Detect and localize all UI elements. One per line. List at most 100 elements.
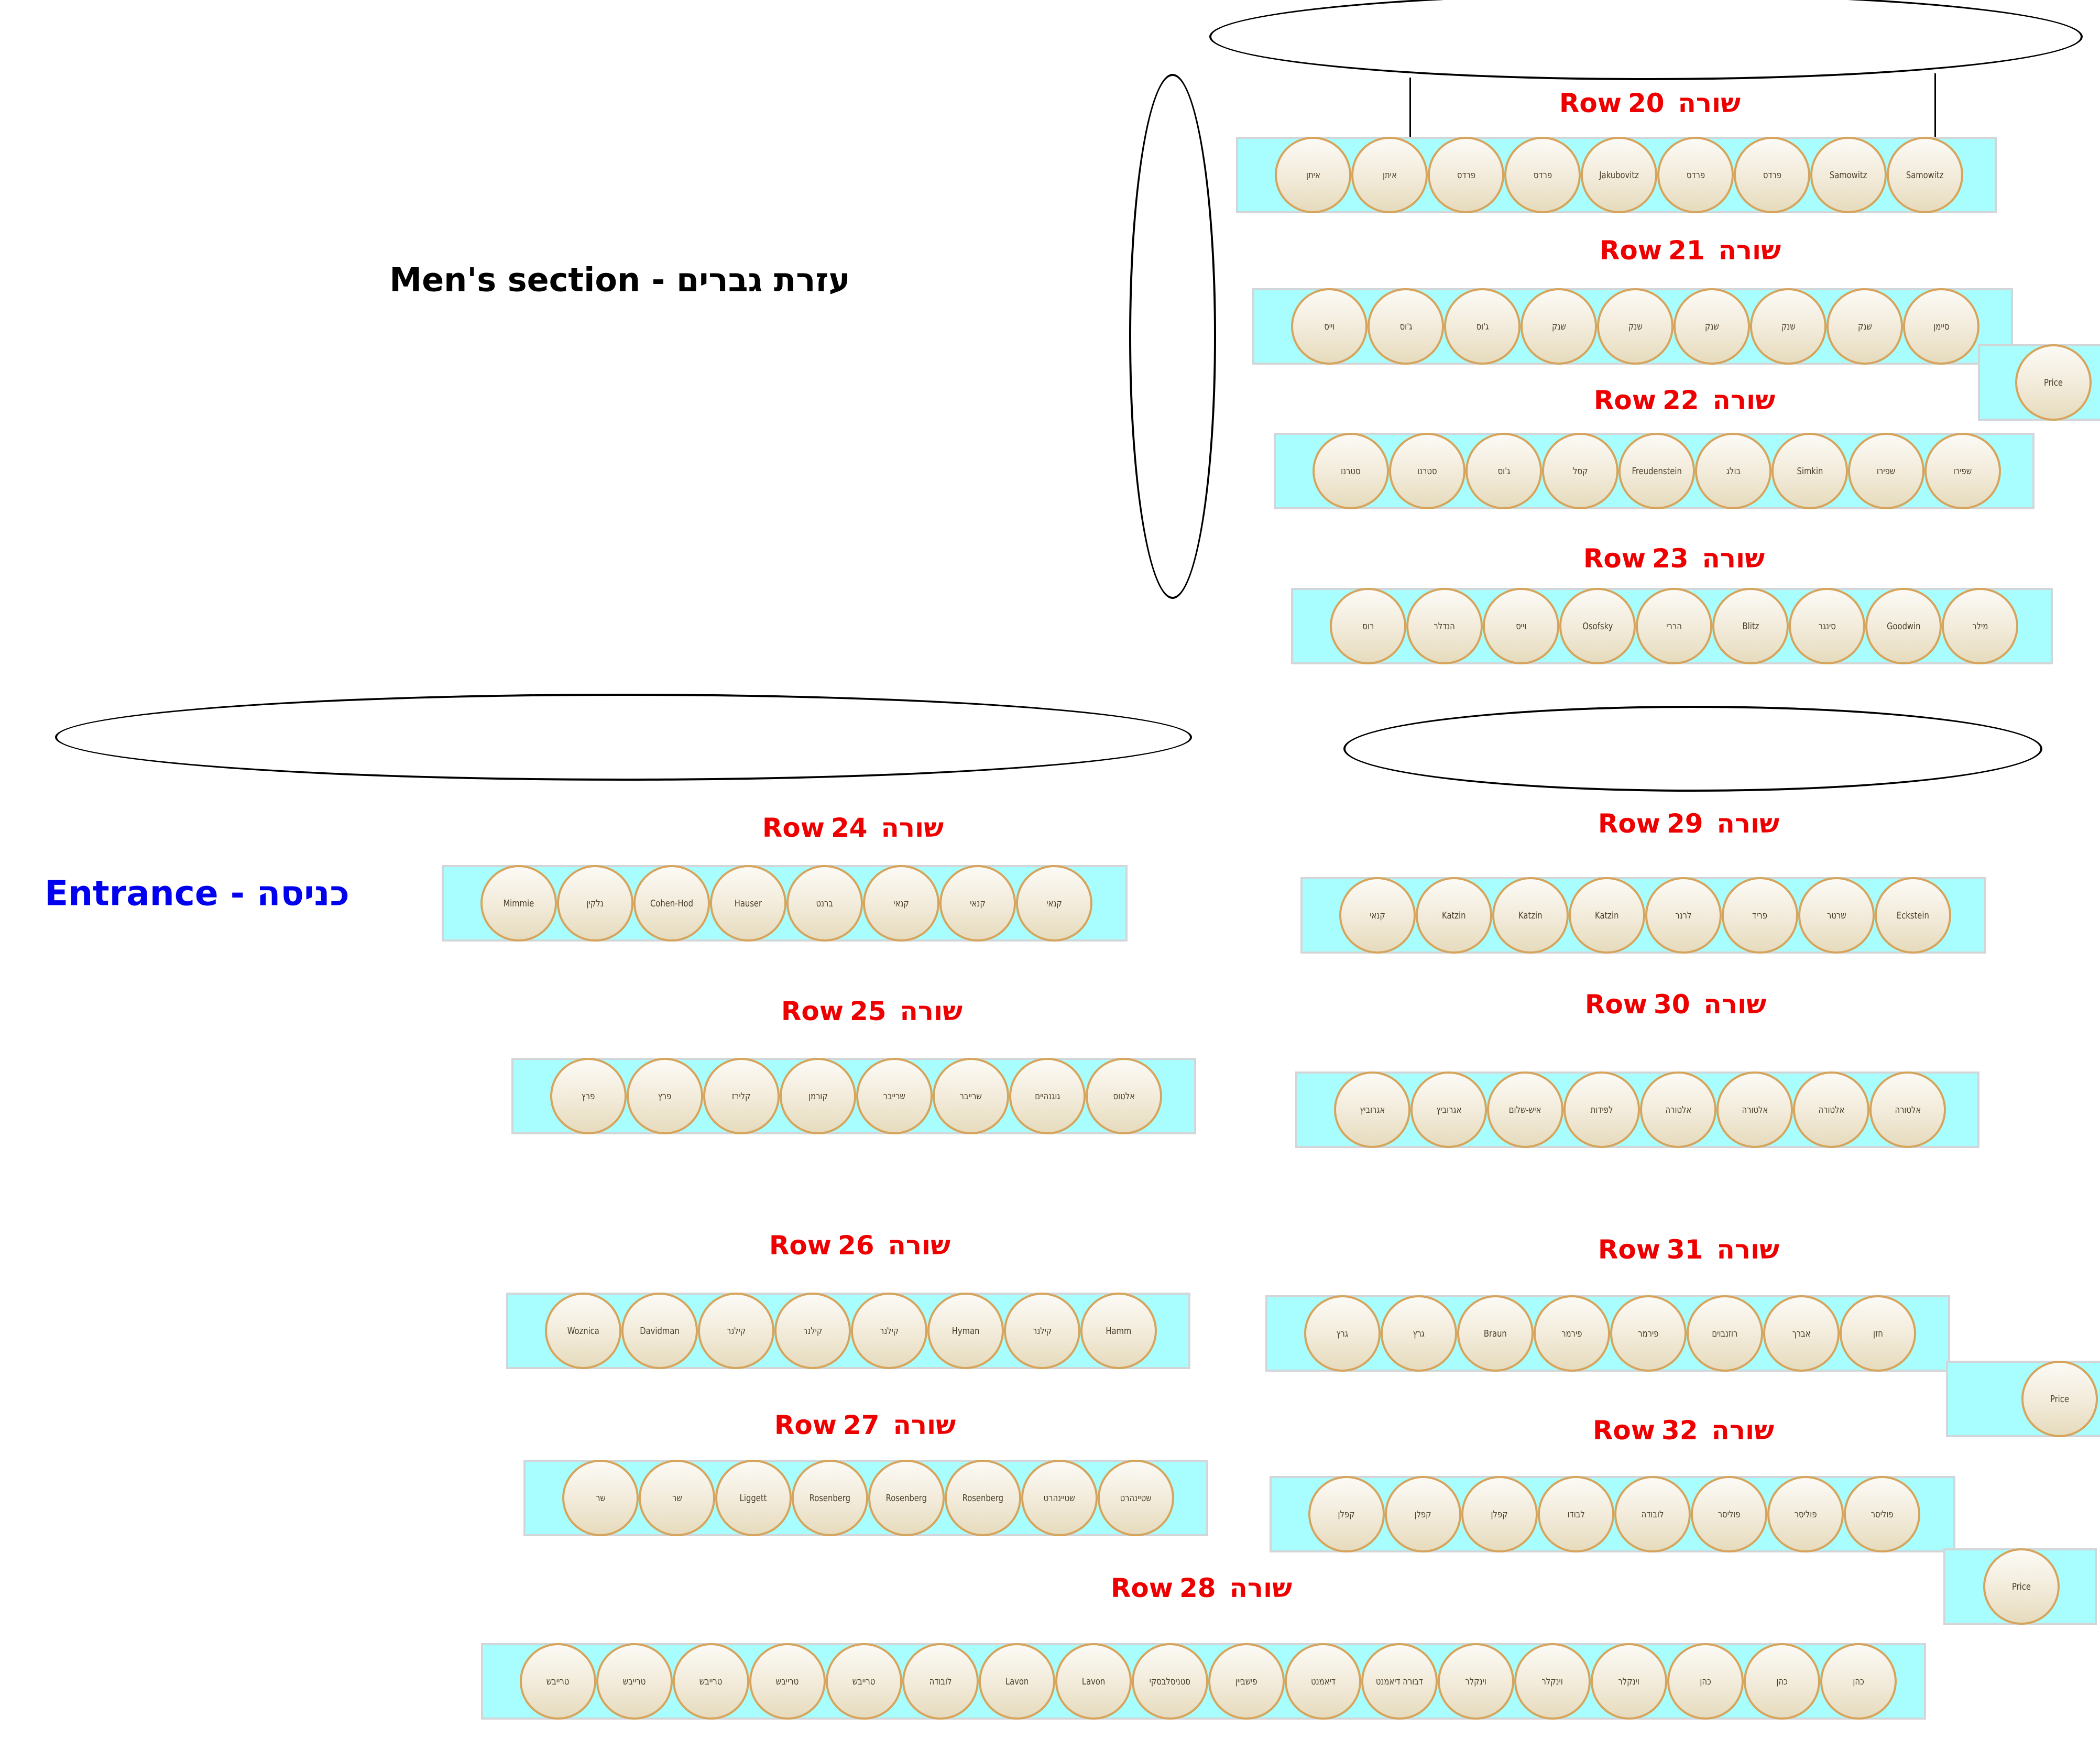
seat[interactable]: Katzin	[1416, 877, 1492, 954]
seat[interactable]: קילנר	[698, 1293, 774, 1369]
seat[interactable]: טרייבש	[673, 1643, 749, 1720]
seat[interactable]: פרץ	[550, 1058, 627, 1134]
seat[interactable]: סטניסלבסקי	[1132, 1643, 1208, 1720]
seat[interactable]: דבורה דיאמנט	[1361, 1643, 1438, 1720]
seat[interactable]: שנק	[1750, 288, 1826, 365]
seat[interactable]: איש-שלום	[1487, 1071, 1563, 1148]
seat[interactable]: Rosenberg	[868, 1460, 945, 1536]
seat[interactable]: סינגר	[1789, 588, 1865, 664]
seat[interactable]: טרייבש	[596, 1643, 673, 1720]
seat[interactable]: ג'וס	[1444, 288, 1521, 365]
seat[interactable]: גרץ	[1304, 1295, 1381, 1372]
seat[interactable]: לבודו	[1538, 1476, 1614, 1552]
seat[interactable]: Simkin	[1771, 433, 1848, 509]
seat[interactable]: קלירז	[703, 1058, 780, 1134]
seat[interactable]: הררי	[1636, 588, 1712, 664]
seat[interactable]: וייס	[1483, 588, 1559, 664]
seat[interactable]: לובודה	[902, 1643, 979, 1720]
seat[interactable]: איתן	[1351, 137, 1428, 213]
seat[interactable]: קילנר	[774, 1293, 851, 1369]
seat[interactable]: טרייבש	[749, 1643, 826, 1720]
seat[interactable]: וייס	[1291, 288, 1368, 365]
seat[interactable]: שרייבר	[856, 1058, 933, 1134]
seat[interactable]: לפידות	[1563, 1071, 1640, 1148]
price-seat[interactable]: Price	[1983, 1548, 2060, 1625]
seat[interactable]: פרדס	[1504, 137, 1581, 213]
seat[interactable]: קנאי	[939, 865, 1016, 942]
seat[interactable]: שרייבר	[933, 1058, 1009, 1134]
seat[interactable]: Samowitz	[1810, 137, 1887, 213]
seat[interactable]: דיאמנט	[1285, 1643, 1361, 1720]
seat[interactable]: פריד	[1722, 877, 1798, 954]
seat[interactable]: כהן	[1820, 1643, 1897, 1720]
seat[interactable]: Cohen-Hod	[633, 865, 710, 942]
seat[interactable]: שפירו	[1848, 433, 1924, 509]
seat[interactable]: פירמר	[1610, 1295, 1687, 1372]
seat[interactable]: שר	[639, 1460, 715, 1536]
seat[interactable]: Blitz	[1712, 588, 1789, 664]
seat[interactable]: פוליסר	[1767, 1476, 1844, 1552]
seat[interactable]: פרדס	[1657, 137, 1734, 213]
seat[interactable]: אלטורה	[1716, 1071, 1793, 1148]
seat[interactable]: Jakubovitz	[1581, 137, 1657, 213]
seat[interactable]: ברנט	[786, 865, 863, 942]
seat[interactable]: Katzin	[1492, 877, 1569, 954]
seat[interactable]: שנק	[1826, 288, 1903, 365]
seat[interactable]: אלטורה	[1640, 1071, 1716, 1148]
seat[interactable]: Woznica	[545, 1293, 621, 1369]
seat[interactable]: Goodwin	[1865, 588, 1942, 664]
seat[interactable]: טרייבש	[520, 1643, 596, 1720]
seat[interactable]: Eckstein	[1875, 877, 1951, 954]
seat[interactable]: סיימן	[1903, 288, 1979, 365]
seat[interactable]: Davidman	[621, 1293, 698, 1369]
seat[interactable]: Hyman	[927, 1293, 1004, 1369]
seat[interactable]: שר	[562, 1460, 639, 1536]
seat[interactable]: לובודה	[1614, 1476, 1691, 1552]
seat[interactable]: אגרוביץ	[1410, 1071, 1487, 1148]
seat[interactable]: Freudenstein	[1618, 433, 1695, 509]
seat[interactable]: Mimmie	[480, 865, 557, 942]
seat[interactable]: קנאי	[1339, 877, 1416, 954]
seat[interactable]: וינקלר	[1438, 1643, 1514, 1720]
seat[interactable]: פרדס	[1734, 137, 1810, 213]
seat[interactable]: שטיינהרט	[1098, 1460, 1174, 1536]
seat[interactable]: אלטוס	[1086, 1058, 1162, 1134]
seat[interactable]: סטרנו	[1312, 433, 1389, 509]
seat[interactable]: אלטורה	[1793, 1071, 1869, 1148]
seat[interactable]: ג'וס	[1368, 288, 1444, 365]
seat[interactable]: פוליסר	[1844, 1476, 1920, 1552]
seat[interactable]: Samowitz	[1887, 137, 1963, 213]
seat[interactable]: לרנר	[1645, 877, 1722, 954]
seat[interactable]: ג'וס	[1465, 433, 1542, 509]
seat[interactable]: קילנר	[851, 1293, 927, 1369]
seat[interactable]: פרדס	[1428, 137, 1504, 213]
seat[interactable]: נלקין	[557, 865, 633, 942]
seat[interactable]: Katzin	[1569, 877, 1645, 954]
seat[interactable]: Rosenberg	[945, 1460, 1021, 1536]
seat[interactable]: כהן	[1744, 1643, 1820, 1720]
seat[interactable]: גוגנהיים	[1009, 1058, 1086, 1134]
seat[interactable]: אברך	[1763, 1295, 1840, 1372]
seat[interactable]: קנאי	[863, 865, 939, 942]
seat[interactable]: איתן	[1275, 137, 1351, 213]
seat[interactable]: Lavon	[979, 1643, 1055, 1720]
seat[interactable]: פירמר	[1534, 1295, 1610, 1372]
seat[interactable]: כהן	[1667, 1643, 1744, 1720]
seat[interactable]: רוס	[1330, 588, 1406, 664]
seat[interactable]: פרץ	[627, 1058, 703, 1134]
seat[interactable]: קסל	[1542, 433, 1618, 509]
seat[interactable]: קפלן	[1385, 1476, 1461, 1552]
seat[interactable]: וינקלר	[1514, 1643, 1591, 1720]
seat[interactable]: טרייבש	[826, 1643, 902, 1720]
seat[interactable]: Braun	[1457, 1295, 1534, 1372]
seat[interactable]: רוזנבוים	[1687, 1295, 1763, 1372]
seat[interactable]: Rosenberg	[792, 1460, 868, 1536]
seat[interactable]: פוליסר	[1691, 1476, 1767, 1552]
seat[interactable]: שנק	[1674, 288, 1750, 365]
seat[interactable]: סטרנו	[1389, 433, 1465, 509]
seat[interactable]: שנק	[1597, 288, 1674, 365]
seat[interactable]: Liggett	[715, 1460, 792, 1536]
seat[interactable]: אלטורה	[1869, 1071, 1946, 1148]
seat[interactable]: שרטר	[1798, 877, 1875, 954]
seat[interactable]: Osofsky	[1559, 588, 1636, 664]
